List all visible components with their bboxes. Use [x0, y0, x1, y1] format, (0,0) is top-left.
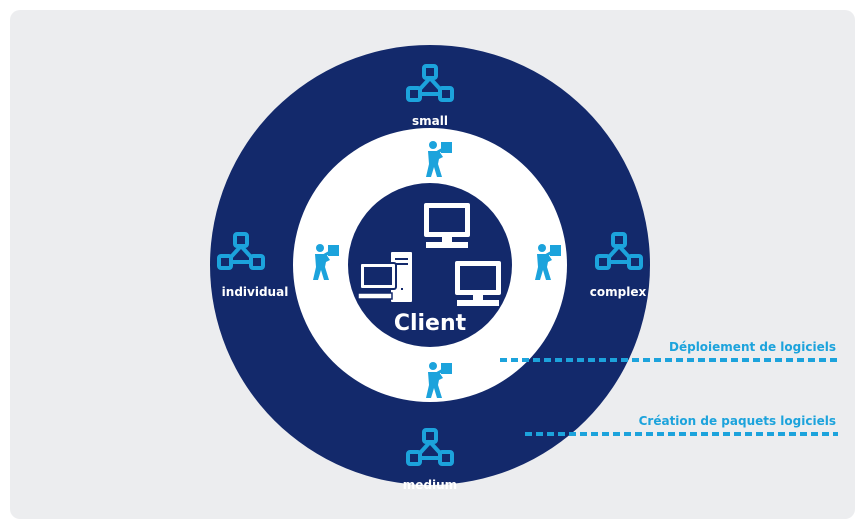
node-label-individual: individual — [222, 285, 289, 299]
client-core — [348, 183, 512, 347]
legend-deployment: Déploiement de logiciels — [669, 340, 836, 354]
client-label: Client — [394, 311, 467, 336]
node-label-complex: complex — [590, 285, 647, 299]
node-label-small: small — [412, 114, 448, 128]
legend-packaging: Création de paquets logiciels — [639, 414, 836, 428]
node-label-medium: medium — [403, 478, 457, 492]
desktop-computer-icon — [357, 252, 412, 302]
